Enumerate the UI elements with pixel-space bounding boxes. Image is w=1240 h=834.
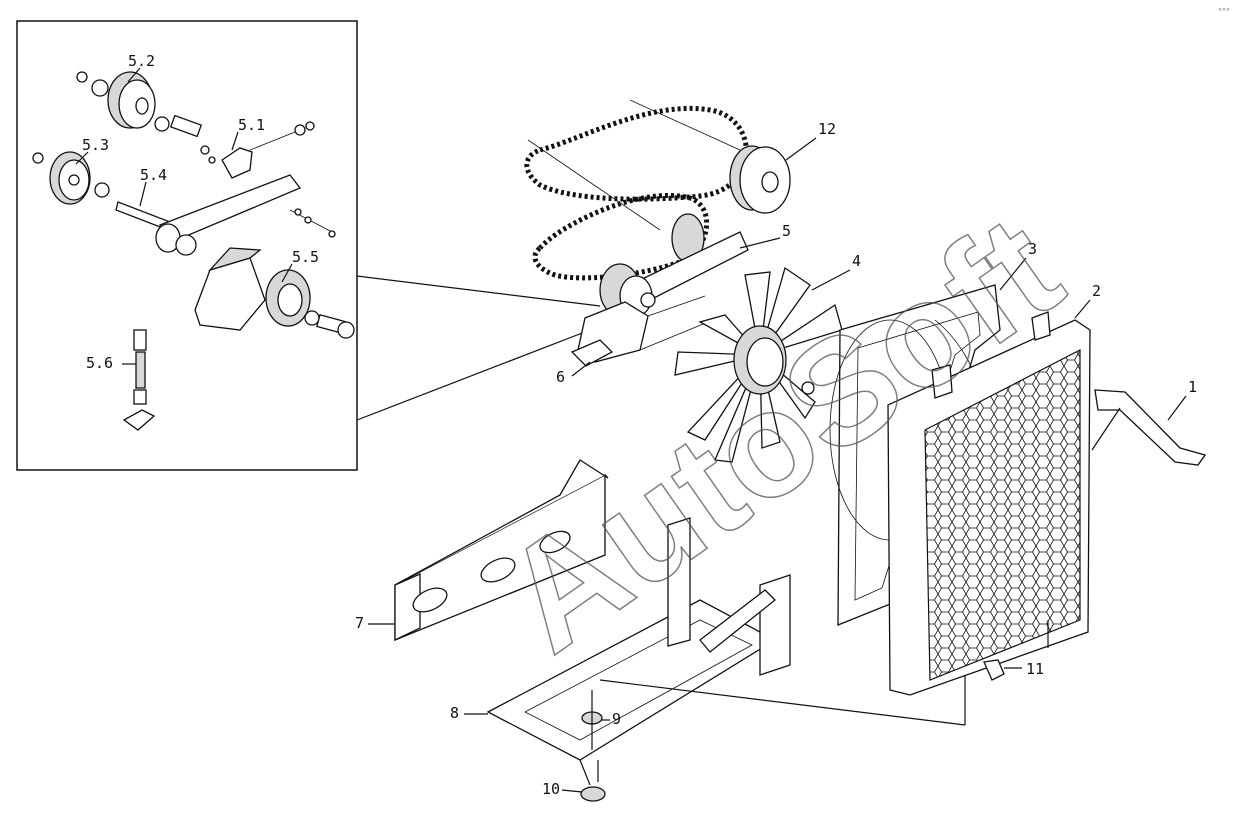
- label-10: 10: [542, 780, 560, 798]
- label-3: 3: [1028, 240, 1037, 258]
- drain-valve-11: [983, 659, 1022, 681]
- mount-bracket-6: [570, 295, 709, 367]
- label-4: 4: [852, 252, 861, 270]
- label-1: 1: [1188, 378, 1197, 396]
- label-5-2: 5.2: [128, 52, 155, 70]
- label-7: 7: [355, 614, 364, 632]
- bearing-housing-5-5: [194, 247, 355, 339]
- label-6: 6: [556, 368, 565, 386]
- rubber-mount-9: [581, 690, 603, 750]
- label-5-6: 5.6: [86, 354, 113, 372]
- idler-assembly-5: [599, 213, 749, 317]
- label-5: 5: [782, 222, 791, 240]
- label-5-4: 5.4: [140, 166, 167, 184]
- shaft-arm-5-4: [115, 174, 336, 256]
- label-8: 8: [450, 704, 459, 722]
- drive-belts: [524, 99, 749, 281]
- label-5-1: 5.1: [238, 116, 265, 134]
- support-beam-7: [394, 459, 609, 642]
- fan-4: [674, 266, 843, 463]
- label-9: 9: [612, 710, 621, 728]
- label-12: 12: [818, 120, 836, 138]
- rubber-mount-10: [580, 786, 606, 802]
- pulley-5-3: [32, 151, 110, 205]
- base-frame-8: [486, 517, 791, 786]
- radiator-2: [887, 311, 1091, 705]
- label-5-3: 5.3: [82, 136, 109, 154]
- bracket-5-1: [200, 121, 315, 179]
- pulley-5-2: [76, 71, 203, 138]
- label-11: 11: [1026, 660, 1044, 678]
- corner-mark: °°°: [1218, 7, 1230, 16]
- pulley-12: [729, 145, 791, 214]
- label-2: 2: [1092, 282, 1101, 300]
- label-5-5: 5.5: [292, 248, 319, 266]
- inset-detail-box: [16, 20, 601, 471]
- tensioner-5-6: [122, 329, 156, 431]
- side-bracket-1: [1091, 389, 1207, 466]
